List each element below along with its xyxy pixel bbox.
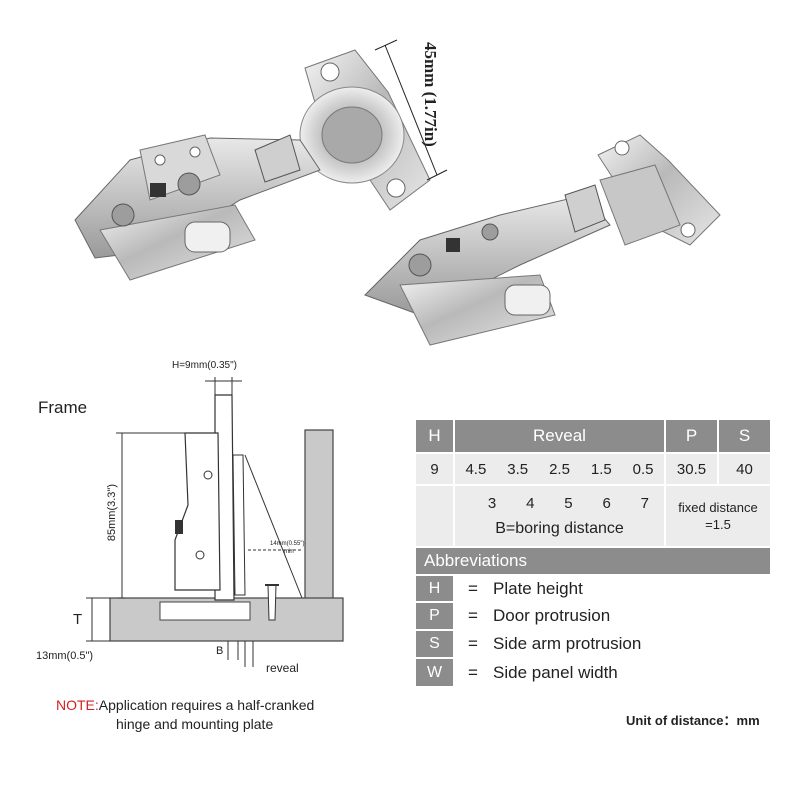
- plate-height-label: H=9mm(0.35"): [172, 360, 237, 371]
- boring-caption: B=boring distance: [495, 519, 624, 537]
- boring-distance-label: B: [216, 645, 224, 657]
- min-clearance-label: 14mm(0.55")min: [270, 541, 305, 555]
- abbr-meaning: Side arm protrusion: [491, 631, 770, 657]
- row1-s: 40: [719, 454, 770, 484]
- dimension-marker: [374, 39, 448, 181]
- abbr-letter: P: [416, 603, 453, 629]
- row1-h: 9: [416, 454, 453, 484]
- frame-label: Frame: [38, 398, 88, 417]
- hinge-product-image: [74, 39, 721, 346]
- row1-p: 30.5: [666, 454, 717, 484]
- spec-table: H Reveal P S 9 4.5 3.5 2.5 1.5 0.5 30.5 …: [416, 420, 770, 686]
- right-hinge: [364, 134, 721, 346]
- header-h: H: [416, 420, 453, 452]
- abbr-meaning: Door protrusion: [491, 603, 770, 629]
- abbr-meaning: Plate height: [491, 576, 770, 601]
- row2-h-empty: [416, 486, 453, 546]
- door-thickness-value: 13mm(0.5"): [36, 650, 94, 662]
- unit-of-distance-label: Unit of distance：mm: [626, 713, 760, 728]
- note-line-1: Application requires a half-cranked: [98, 697, 315, 713]
- boring-value: 5: [564, 494, 573, 512]
- reveal-value: 4.5: [465, 460, 487, 478]
- abbr-meaning: Side panel width: [491, 659, 770, 686]
- installation-diagram: [86, 377, 344, 667]
- boring-value: 3: [487, 494, 497, 512]
- fixed-distance-cell: fixed distance =1.5: [666, 486, 770, 546]
- reveal-value: 3.5: [507, 460, 529, 478]
- left-hinge: [74, 49, 431, 281]
- reveal-value: 0.5: [632, 460, 654, 478]
- boring-value: 6: [602, 494, 611, 512]
- note-line-2: hinge and mounting plate: [116, 716, 274, 732]
- abbr-letter: S: [416, 631, 453, 657]
- reveal-label: reveal: [266, 661, 299, 675]
- fixed-distance-line-1: fixed distance: [678, 500, 758, 515]
- abbr-eq: =: [455, 603, 491, 629]
- application-note: NOTE:Application requires a half-cranked…: [56, 696, 314, 734]
- header-s: S: [719, 420, 770, 452]
- abbr-letter: H: [416, 576, 453, 601]
- abbr-eq: =: [455, 631, 491, 657]
- abbr-letter: W: [416, 659, 453, 686]
- hinge-height-label: 85mm(3.3"): [106, 484, 118, 542]
- fixed-distance-line-2: =1.5: [705, 517, 731, 532]
- reveal-value: 2.5: [549, 460, 570, 478]
- boring-value: 4: [526, 494, 535, 512]
- row1-reveal: 4.5 3.5 2.5 1.5 0.5: [455, 454, 664, 484]
- abbr-eq: =: [455, 576, 491, 601]
- note-prefix: NOTE:: [56, 697, 99, 713]
- hinge-dimension-label: 45mm (1.77in): [421, 42, 440, 147]
- abbreviations-title: Abbreviations: [416, 548, 770, 574]
- header-p: P: [666, 420, 717, 452]
- row2-boring: 3 4 5 6 7 B=boring distance: [455, 486, 664, 546]
- door-thickness-label: T: [73, 611, 83, 628]
- boring-value: 7: [640, 494, 650, 512]
- header-reveal: Reveal: [455, 420, 664, 452]
- abbr-eq: =: [455, 659, 491, 686]
- reveal-value: 1.5: [590, 460, 612, 478]
